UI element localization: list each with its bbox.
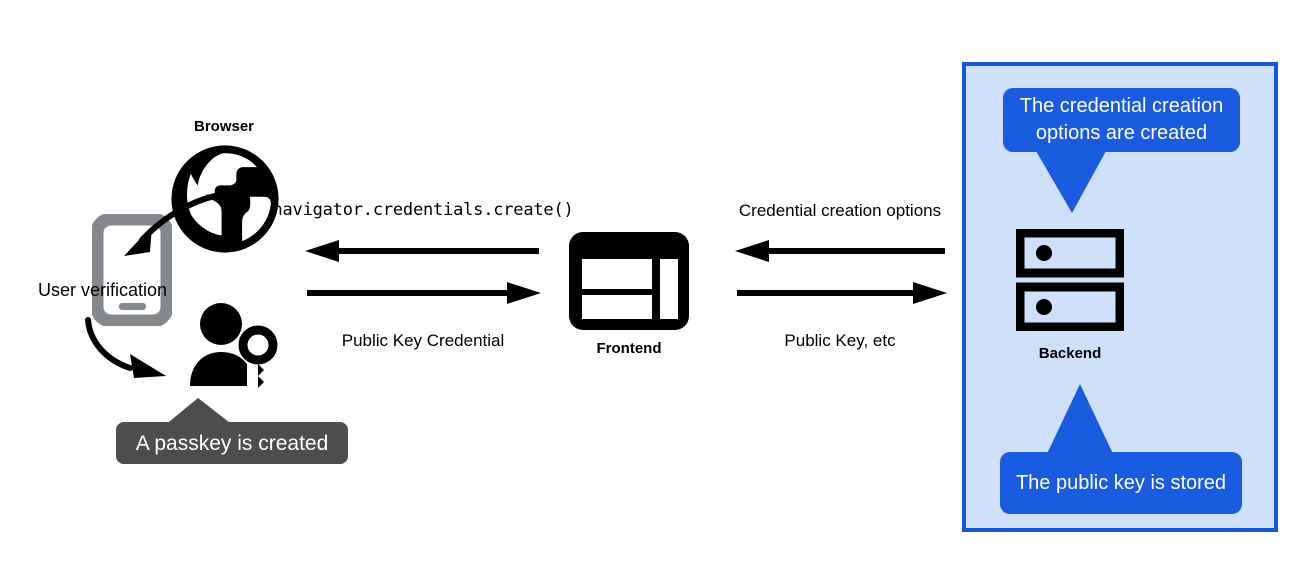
navigator-create-label: navigator.credentials.create()	[272, 200, 574, 220]
public-key-stored-callout: The public key is stored	[1000, 452, 1242, 514]
globe-icon	[168, 142, 282, 256]
web-layout-icon	[568, 231, 690, 331]
backend-label: Backend	[1038, 345, 1102, 362]
server-stack-icon	[1016, 229, 1124, 331]
public-key-etc-label: Public Key, etc	[784, 331, 896, 350]
device-to-user-arrow	[78, 316, 198, 396]
frontend-label: Frontend	[596, 340, 662, 357]
user-key-icon	[188, 302, 284, 392]
passkey-created-callout: A passkey is created	[116, 422, 348, 464]
creation-options-arrow	[735, 240, 947, 262]
credential-creation-options-label: Credential creation options	[738, 201, 942, 220]
public-key-etc-arrow	[735, 282, 947, 304]
smartphone-icon	[92, 214, 172, 326]
browser-create-arrow	[305, 240, 541, 262]
credential-options-created-callout: The credential creation options are crea…	[1003, 88, 1240, 152]
public-key-credential-label: Public Key Credential	[341, 331, 505, 350]
user-verification-label: User verification	[38, 280, 168, 300]
browser-label: Browser	[193, 118, 255, 135]
public-key-credential-arrow	[305, 282, 541, 304]
